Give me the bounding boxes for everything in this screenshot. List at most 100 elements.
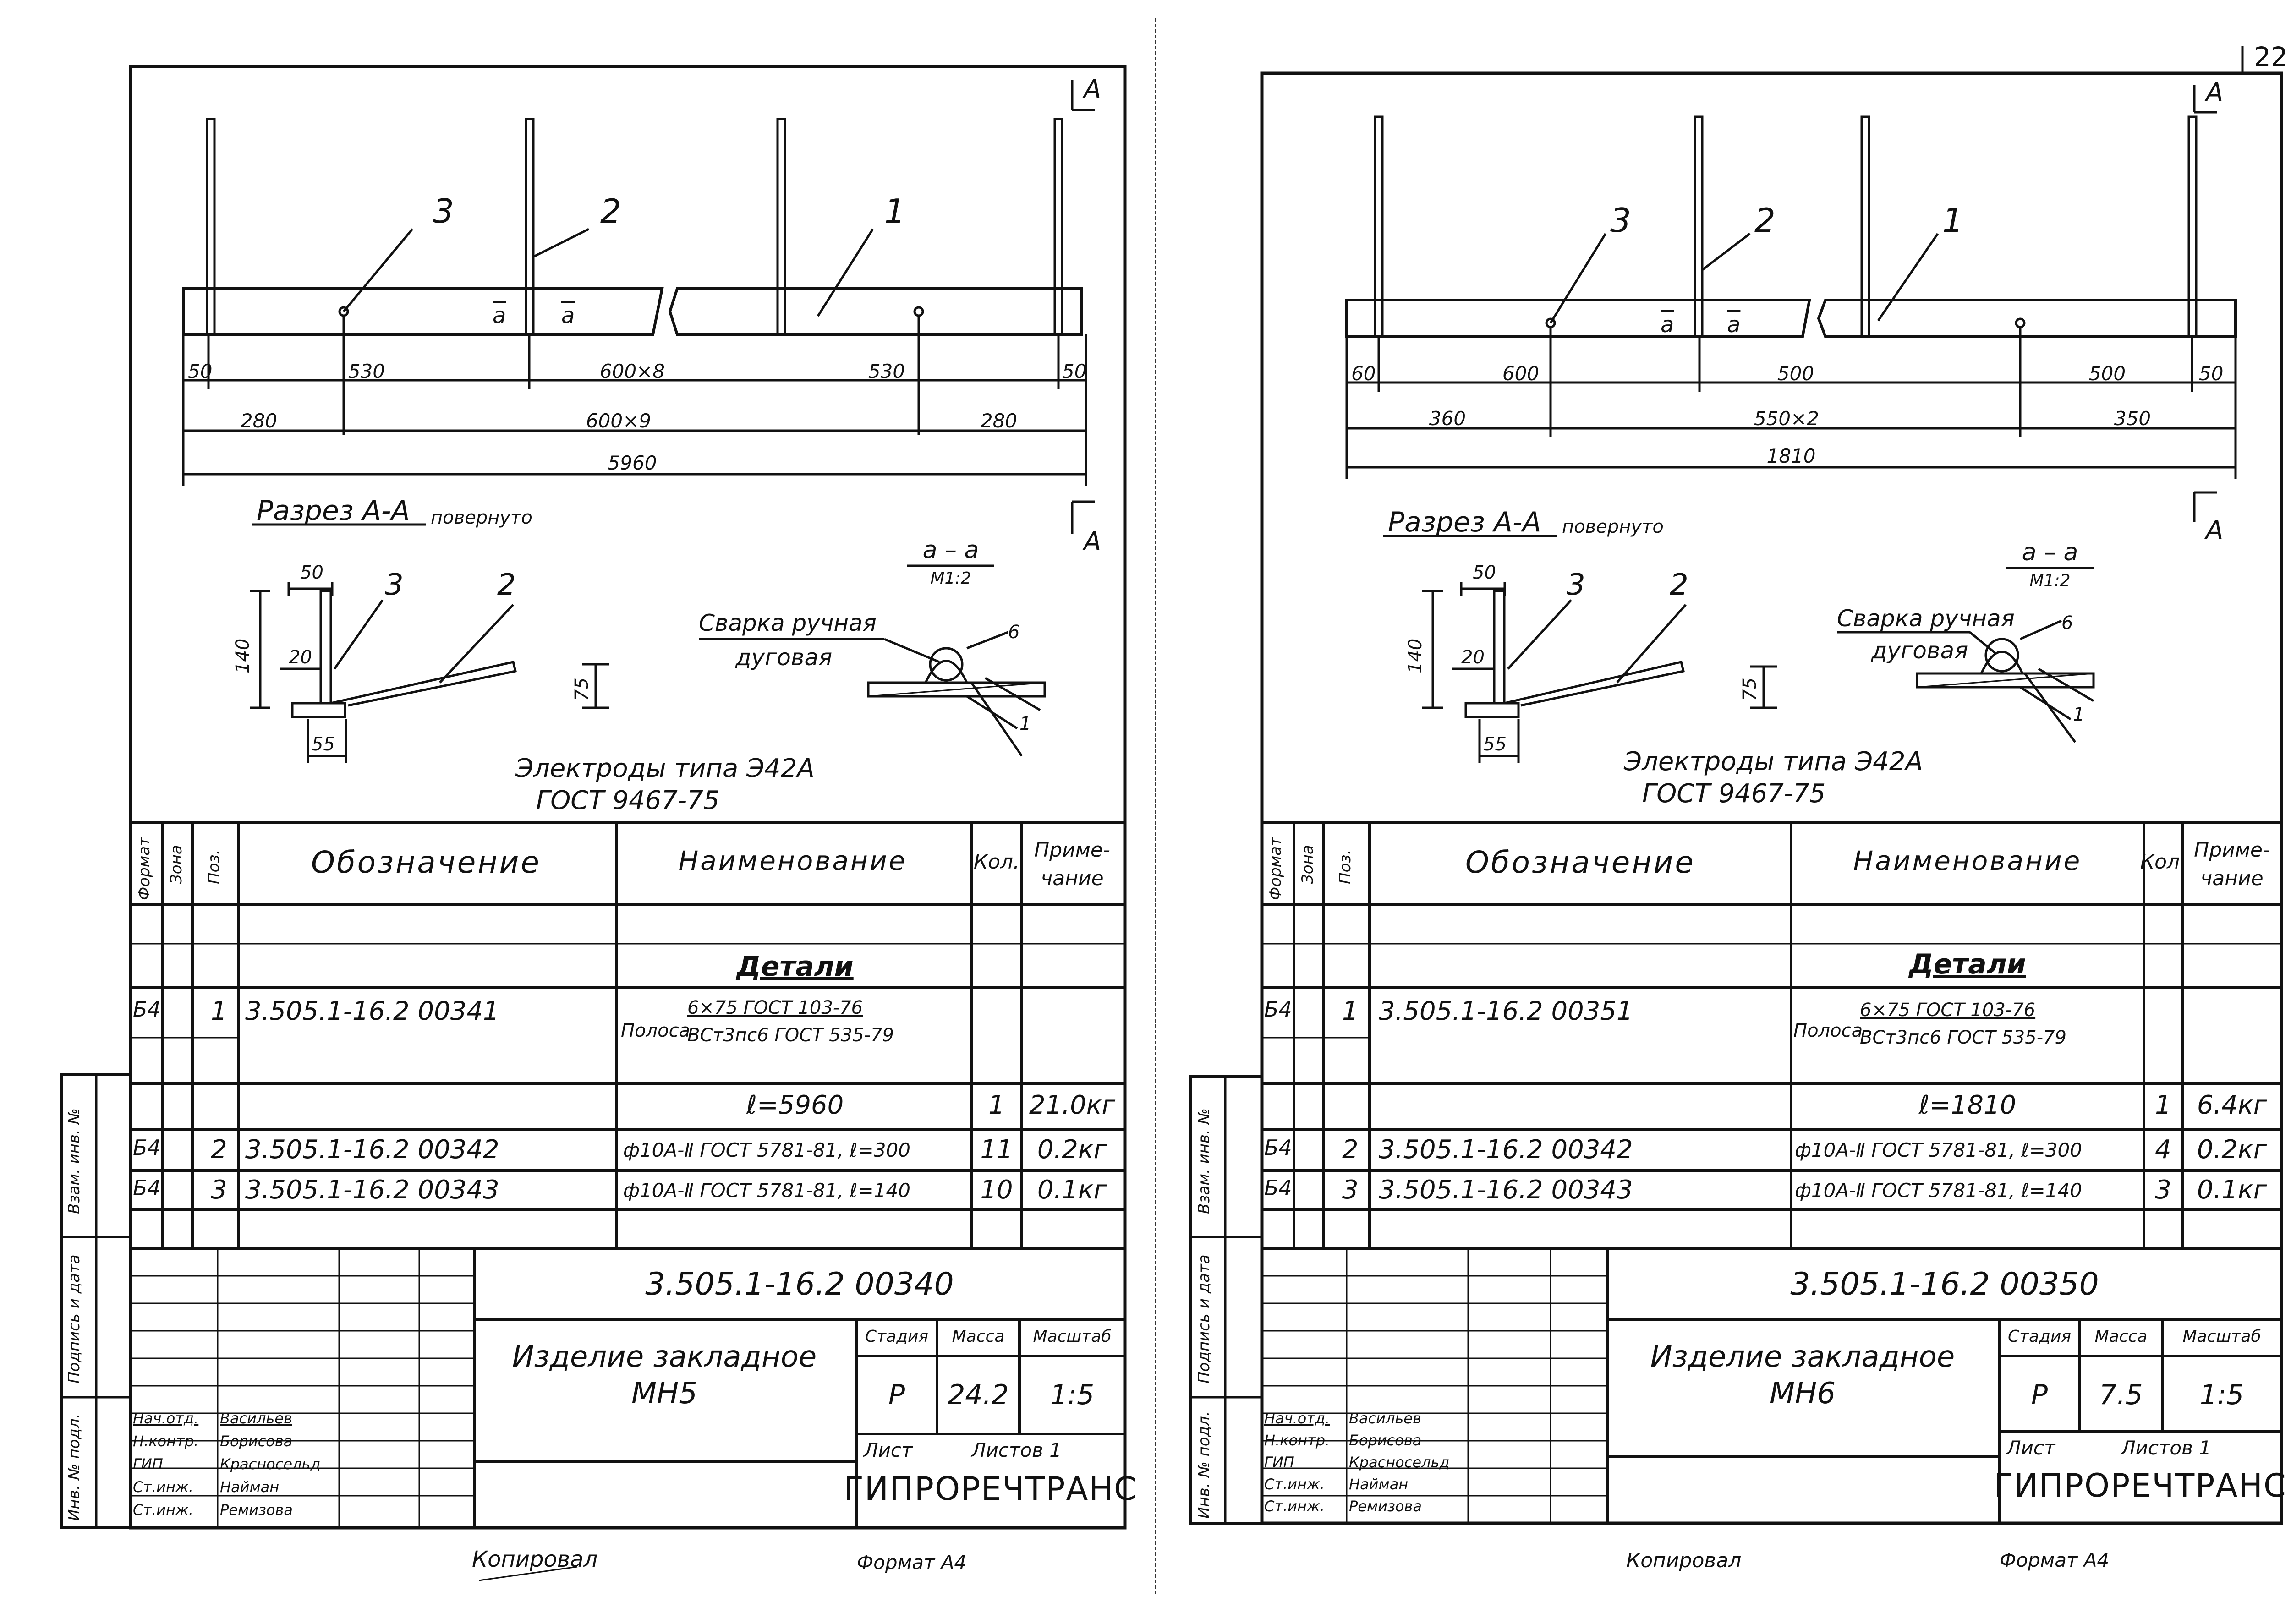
weld-dim-1: 1 (2073, 704, 2085, 725)
row-3-format: Б4 (1264, 1176, 1292, 1200)
signer-role: Ст.инж. (1264, 1476, 1325, 1493)
callout-2: 2 (600, 192, 621, 230)
section-marker-bottom: A (1084, 527, 1102, 557)
header-zone: Зона (167, 845, 186, 884)
dim-600x8: 600×8 (599, 360, 665, 383)
stage-value: Р (888, 1379, 905, 1411)
sheets-count: Листов 1 (971, 1439, 1062, 1461)
header-qty: Кол. (973, 850, 1020, 874)
scale-value: 1:5 (1050, 1379, 1095, 1411)
signer-name: Ремизова (220, 1501, 293, 1519)
mass-value: 24.2 (948, 1379, 1009, 1411)
signer-name: Красносельд (1349, 1454, 1450, 1471)
row-3-designation: 3.505.1-16.2 00343 (1379, 1175, 1633, 1205)
scale-label: Масштаб (2182, 1327, 2261, 1346)
signer-role: Ст.инж. (133, 1501, 193, 1519)
row-1-designation: 3.505.1-16.2 00351 (1379, 996, 1633, 1026)
header-format: Формат (1266, 837, 1285, 900)
signer-name: Ремизова (1349, 1498, 1422, 1515)
dim-600: 600 (1502, 362, 1540, 385)
signer-role: Нач.отд. (1264, 1410, 1330, 1427)
dim-500: 500 (1777, 362, 1814, 385)
row-1-name-top: 6×75 ГОСТ 103-76 (687, 997, 863, 1018)
stage-value: Р (2031, 1379, 2048, 1411)
drawing-sheet-2: 22 А А 3 2 1 а а 60 600 500 500 50 360 5… (1163, 0, 2291, 1624)
weld-dim-6: 6 (1008, 622, 1020, 643)
header-name: Наименование (1853, 845, 2082, 876)
mass-label: Масса (952, 1327, 1005, 1346)
sheet-label: Лист (864, 1439, 913, 1461)
doc-code: 3.505.1-16.2 00350 (1790, 1266, 2099, 1302)
signer-role: Ст.инж. (1264, 1498, 1325, 1515)
weld-dim-6: 6 (2061, 612, 2073, 634)
row-1-length: ℓ=1810 (1918, 1090, 2017, 1120)
sheets-count: Листов 1 (2121, 1437, 2211, 1459)
row-2-qty: 11 (980, 1135, 1013, 1165)
weld-mark-a: a (561, 303, 575, 328)
signer-name: Васильев (1349, 1410, 1421, 1427)
weld-label-2: дуговая (1871, 637, 1968, 664)
row-2-qty: 4 (2155, 1135, 2171, 1165)
row-2-name: ф10А-Ⅱ ГОСТ 5781-81, ℓ=300 (623, 1139, 910, 1161)
dim-total: 5960 (608, 452, 657, 474)
stage-label: Стадия (2007, 1327, 2072, 1346)
dim-530: 530 (348, 360, 385, 383)
signer-name: Найман (1349, 1476, 1409, 1493)
row-3-note: 0.1кг (2197, 1175, 2267, 1205)
signer-name: Васильев (220, 1410, 292, 1427)
header-name: Наименование (678, 845, 907, 876)
section-note: повернуто (431, 507, 532, 528)
side-label-signature-date: Подпись и дата (65, 1254, 83, 1383)
section-title: Разрез А-А (1388, 506, 1541, 538)
scale-value: 1:5 (2199, 1379, 2244, 1411)
signer-role: Ст.инж. (133, 1478, 193, 1496)
weld-dim-1: 1 (1019, 713, 1031, 734)
dim-50-right: 50 (2199, 362, 2224, 385)
sheet-label: Лист (2006, 1437, 2055, 1459)
header-note: Приме- чание (1034, 838, 1110, 890)
dim-360: 360 (1429, 407, 1466, 430)
row-2-note: 0.2кг (1037, 1135, 1107, 1165)
section-dim-75: 75 (1739, 678, 1760, 701)
dim-550x2: 550×2 (1754, 407, 1820, 430)
electrodes-gost: ГОСТ 9467-75 (536, 786, 720, 815)
row-1-note: 21.0кг (1029, 1090, 1115, 1120)
sheet-1-linework (60, 65, 1127, 1581)
header-qty: Кол. (2140, 850, 2187, 874)
row-1-qty: 1 (988, 1090, 1005, 1120)
callout-3: 3 (1610, 201, 1631, 240)
row-3-qty: 10 (980, 1175, 1013, 1205)
section-dim-50: 50 (300, 562, 323, 583)
header-zone: Зона (1299, 845, 1317, 884)
signer-role: Н.контр. (1264, 1432, 1330, 1449)
section-callout-2: 2 (497, 568, 516, 602)
section-dim-140: 140 (232, 638, 253, 673)
row-2-pos: 2 (211, 1135, 227, 1165)
row-3-format: Б4 (133, 1176, 161, 1200)
section-dim-50: 50 (1473, 562, 1496, 583)
drawing-sheet-1: A A 3 2 1 a a 50 530 600×8 530 50 280 60… (60, 65, 1136, 1581)
dim-530-right: 530 (868, 360, 905, 383)
dim-60: 60 (1351, 362, 1376, 385)
section-marker-bottom: А (2206, 515, 2224, 545)
row-2-name: ф10А-Ⅱ ГОСТ 5781-81, ℓ=300 (1795, 1139, 2082, 1161)
signer-role: Н.контр. (133, 1433, 199, 1450)
dim-280-right: 280 (980, 410, 1018, 432)
weld-label: Сварка ручная (1837, 605, 2015, 632)
row-1-pos: 1 (1342, 996, 1359, 1026)
signer-name: Красносельд (220, 1455, 321, 1473)
signer-role: ГИП (1264, 1454, 1294, 1471)
section-heading-details: Детали (736, 951, 854, 983)
page-divider (1155, 18, 1156, 1594)
dim-50: 50 (188, 360, 213, 383)
row-2-format: Б4 (133, 1135, 161, 1160)
header-note: Приме- чание (2194, 838, 2270, 890)
section-dim-20: 20 (1461, 647, 1485, 668)
row-1-name-bottom: ВСт3пс6 ГОСТ 535-79 (687, 1025, 894, 1046)
row-1-pos: 1 (211, 996, 227, 1026)
side-label-replacement: Взам. инв. № (1195, 1108, 1213, 1214)
row-3-note: 0.1кг (1037, 1175, 1107, 1205)
weld-scale: М1:2 (930, 569, 971, 588)
row-1-name-prefix: Полоса (1793, 1020, 1863, 1041)
row-1-format: Б4 (133, 997, 161, 1022)
